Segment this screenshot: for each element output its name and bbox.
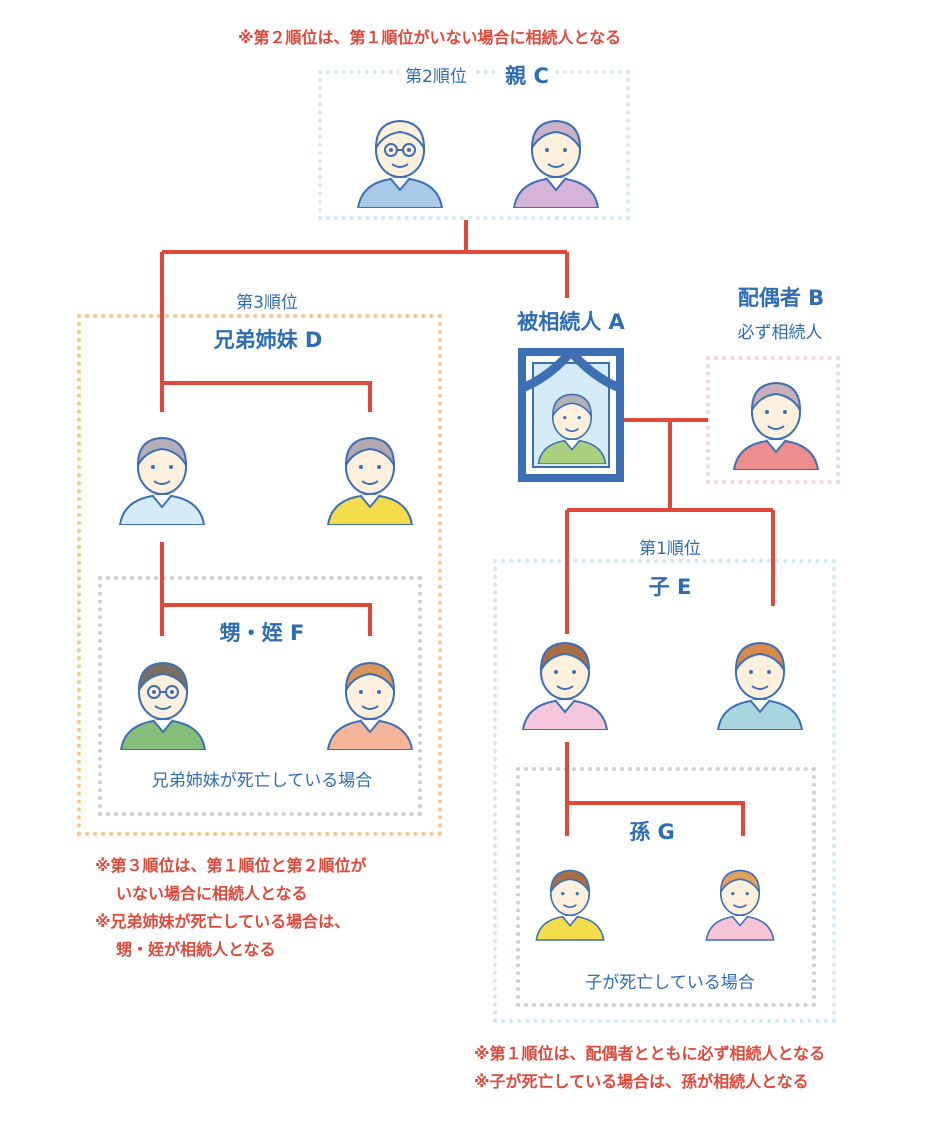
- granddaughter-figure: [700, 855, 780, 945]
- spouse-figure: [726, 370, 826, 471]
- daughter-figure: [710, 630, 810, 731]
- deceased-person-figure: [534, 384, 608, 465]
- parents-connector: [160, 220, 569, 412]
- nephew-figure: [113, 650, 213, 751]
- nephews-connector: [160, 542, 372, 636]
- grandchildren-condition: 子が死亡している場合: [585, 973, 755, 993]
- parents-title: 親 C: [499, 60, 555, 90]
- grandchildren-group-box: [516, 767, 816, 1007]
- left-note-2: いない場合に相続人となる: [116, 884, 308, 903]
- grandfather-figure: [350, 108, 450, 209]
- nephews-condition: 兄弟姉妹が死亡している場合: [151, 771, 373, 791]
- bottom-note-2: ※子が死亡している場合は、孫が相続人となる: [474, 1072, 809, 1091]
- deceased-title: 被相続人 A: [517, 310, 625, 334]
- mourning-ribbon-icon: [520, 348, 622, 393]
- son-figure: [515, 630, 615, 731]
- children-title: 子 E: [648, 575, 692, 599]
- grandchildren-connector: [565, 742, 745, 836]
- top-note: ※第２順位は、第１順位がいない場合に相続人となる: [238, 28, 622, 47]
- nephews-title: 甥・姪 F: [219, 621, 305, 645]
- spouse-connector: [565, 418, 775, 634]
- siblings-title: 兄弟姉妹 D: [213, 328, 323, 352]
- grandmother-figure: [506, 108, 606, 209]
- left-note-4: 甥・姪が相続人となる: [116, 940, 276, 959]
- brother-figure: [112, 425, 212, 526]
- spouse-title: 配偶者 B: [737, 286, 825, 310]
- niece-figure: [320, 650, 420, 751]
- nephews-group-box: [98, 576, 422, 816]
- siblings-group-box: [77, 314, 442, 836]
- children-group-box: [493, 559, 836, 1023]
- left-note-1: ※第３順位は、第１順位と第２順位が: [95, 856, 367, 875]
- parents-group-box: [318, 70, 630, 220]
- children-rank-label: 第1順位: [633, 534, 707, 559]
- left-note-3: ※兄弟姉妹が死亡している場合は、: [95, 912, 351, 931]
- spouse-subtitle: 必ず相続人: [737, 323, 823, 343]
- siblings-connector: [162, 381, 372, 412]
- grandson-figure: [530, 855, 610, 945]
- grandchildren-title: 孫 G: [629, 820, 675, 844]
- siblings-rank-label: 第3順位: [236, 293, 298, 313]
- deceased-portrait-frame: [518, 348, 624, 482]
- parents-rank-label: 第2順位: [399, 62, 473, 87]
- bottom-note-1: ※第１順位は、配偶者とともに必ず相続人となる: [474, 1044, 826, 1063]
- sister-figure: [320, 425, 420, 526]
